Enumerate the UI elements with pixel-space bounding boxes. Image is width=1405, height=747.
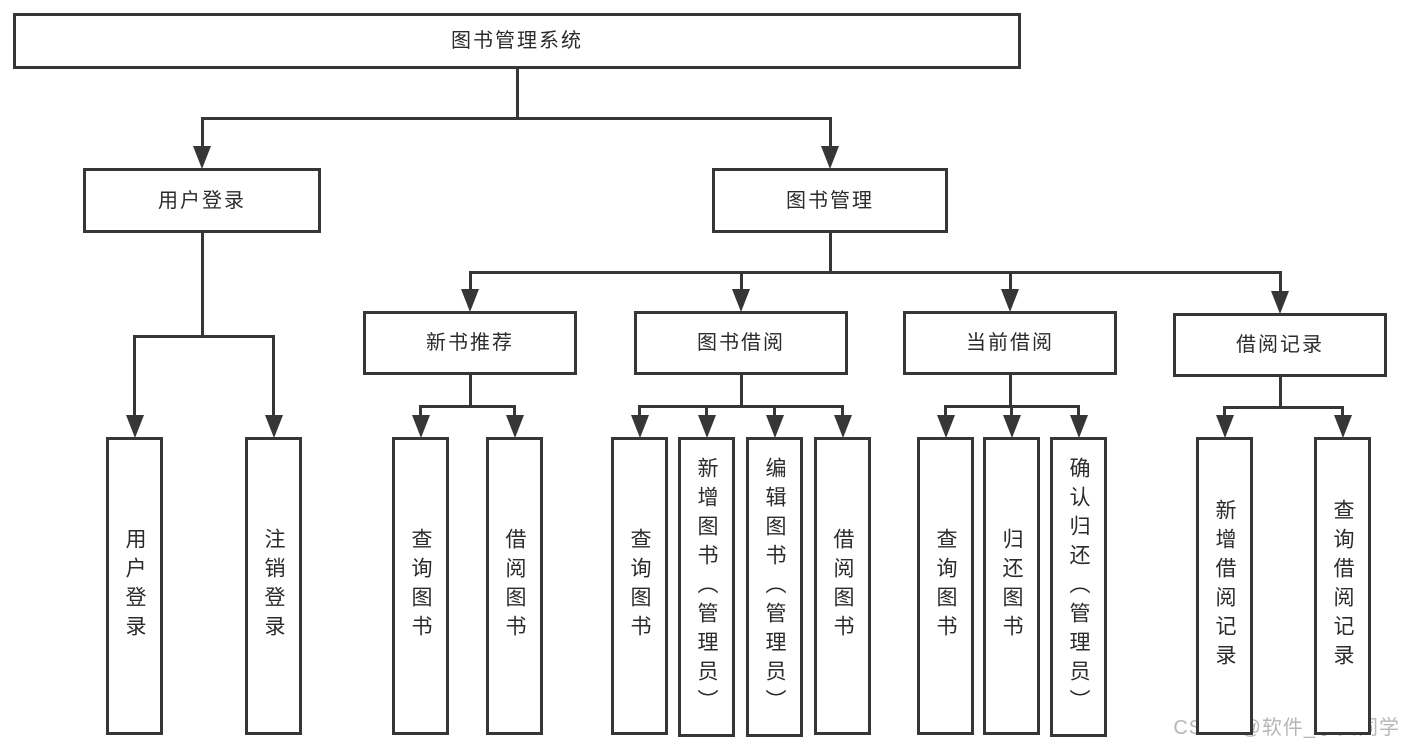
arrow-down-icon bbox=[1069, 415, 1088, 438]
arrow-down-icon bbox=[1001, 289, 1019, 312]
connector-drop bbox=[773, 405, 776, 420]
node-label: 归还图书 bbox=[1000, 528, 1023, 644]
connector-drop bbox=[1008, 271, 1012, 294]
node-label: 用户登录 bbox=[123, 528, 146, 644]
connector-stem bbox=[1278, 376, 1282, 409]
connector-branch bbox=[200, 117, 832, 120]
arrow-down-icon bbox=[821, 146, 839, 169]
node-leaf-bb-edit: 编辑图书（管理员） bbox=[746, 437, 803, 737]
node-leaf-cb-confirm: 确认归还（管理员） bbox=[1050, 437, 1107, 737]
connector-stem bbox=[828, 232, 832, 274]
arrow-down-icon bbox=[765, 415, 784, 438]
connector-drop bbox=[200, 117, 204, 151]
node-label: 编辑图书（管理员） bbox=[763, 456, 786, 718]
arrow-down-icon bbox=[193, 146, 211, 169]
node-label: 借阅图书 bbox=[503, 528, 526, 644]
node-book-borrow: 图书借阅 bbox=[634, 311, 848, 375]
arrow-down-icon bbox=[1271, 291, 1289, 314]
node-leaf-br-add: 新增借阅记录 bbox=[1196, 437, 1253, 735]
connector-stem bbox=[200, 232, 204, 338]
node-label: 图书管理系统 bbox=[451, 30, 583, 52]
connector-drop bbox=[638, 405, 641, 420]
node-leaf-cb-return: 归还图书 bbox=[983, 437, 1040, 735]
arrow-down-icon bbox=[264, 415, 283, 438]
node-new-book-rec: 新书推荐 bbox=[363, 311, 577, 375]
node-leaf-bb-query: 查询图书 bbox=[611, 437, 668, 735]
connector-drop bbox=[1077, 405, 1080, 420]
connector-drop bbox=[133, 335, 136, 420]
connector-drop bbox=[1010, 405, 1013, 420]
arrow-down-icon bbox=[125, 415, 144, 438]
node-book-mgmt: 图书管理 bbox=[712, 168, 948, 233]
connector-branch bbox=[468, 271, 1282, 274]
node-leaf-rec-borrow: 借阅图书 bbox=[486, 437, 543, 735]
node-borrow-record: 借阅记录 bbox=[1173, 313, 1387, 377]
node-label: 查询借阅记录 bbox=[1331, 499, 1354, 673]
connector-drop bbox=[944, 405, 947, 420]
node-label: 查询图书 bbox=[628, 528, 651, 644]
connector-drop bbox=[828, 117, 832, 151]
node-label: 注销登录 bbox=[262, 528, 285, 644]
connector-drop bbox=[705, 405, 708, 420]
connector-stem bbox=[739, 374, 743, 408]
connector-branch bbox=[1223, 406, 1344, 409]
node-current-borrow: 当前借阅 bbox=[903, 311, 1117, 375]
connector-stem bbox=[1008, 374, 1012, 408]
connector-stem bbox=[468, 374, 472, 408]
connector-drop bbox=[1341, 406, 1344, 420]
node-user-login: 用户登录 bbox=[83, 168, 321, 233]
arrow-down-icon bbox=[461, 289, 479, 312]
node-root: 图书管理系统 bbox=[13, 13, 1021, 69]
node-label: 图书管理 bbox=[786, 189, 874, 212]
node-label: 新增借阅记录 bbox=[1213, 499, 1236, 673]
connector-drop bbox=[1278, 271, 1282, 296]
connector-branch bbox=[133, 335, 275, 338]
arrow-down-icon bbox=[505, 415, 524, 438]
connector-stem bbox=[515, 68, 519, 120]
connector-drop bbox=[419, 405, 422, 420]
node-label: 借阅图书 bbox=[831, 528, 854, 644]
node-leaf-cb-query: 查询图书 bbox=[917, 437, 974, 735]
node-leaf-bb-borrow: 借阅图书 bbox=[814, 437, 871, 735]
node-leaf-br-query: 查询借阅记录 bbox=[1314, 437, 1371, 735]
node-leaf-bb-add: 新增图书（管理员） bbox=[678, 437, 735, 737]
node-label: 图书借阅 bbox=[697, 332, 785, 354]
arrow-down-icon bbox=[1333, 415, 1352, 438]
connector-drop bbox=[739, 271, 743, 294]
node-leaf-rec-query: 查询图书 bbox=[392, 437, 449, 735]
connector-branch bbox=[638, 405, 844, 408]
node-label: 借阅记录 bbox=[1236, 334, 1324, 356]
arrow-down-icon bbox=[833, 415, 852, 438]
arrow-down-icon bbox=[1215, 415, 1234, 438]
node-label: 查询图书 bbox=[409, 528, 432, 644]
node-label: 用户登录 bbox=[158, 189, 246, 212]
node-label: 确认归还（管理员） bbox=[1067, 456, 1090, 718]
node-leaf-logout: 注销登录 bbox=[245, 437, 302, 735]
connector-drop bbox=[1223, 406, 1226, 420]
connector-drop bbox=[272, 335, 275, 420]
connector-drop bbox=[513, 405, 516, 420]
arrow-down-icon bbox=[936, 415, 955, 438]
node-label: 新增图书（管理员） bbox=[695, 456, 718, 718]
node-label: 当前借阅 bbox=[966, 332, 1054, 354]
connector-drop bbox=[468, 271, 472, 294]
node-label: 新书推荐 bbox=[426, 332, 514, 354]
arrow-down-icon bbox=[630, 415, 649, 438]
arrow-down-icon bbox=[411, 415, 430, 438]
node-leaf-user-login: 用户登录 bbox=[106, 437, 163, 735]
connector-branch bbox=[419, 405, 516, 408]
arrow-down-icon bbox=[1002, 415, 1021, 438]
connector-drop bbox=[841, 405, 844, 420]
node-label: 查询图书 bbox=[934, 528, 957, 644]
arrow-down-icon bbox=[697, 415, 716, 438]
arrow-down-icon bbox=[732, 289, 750, 312]
